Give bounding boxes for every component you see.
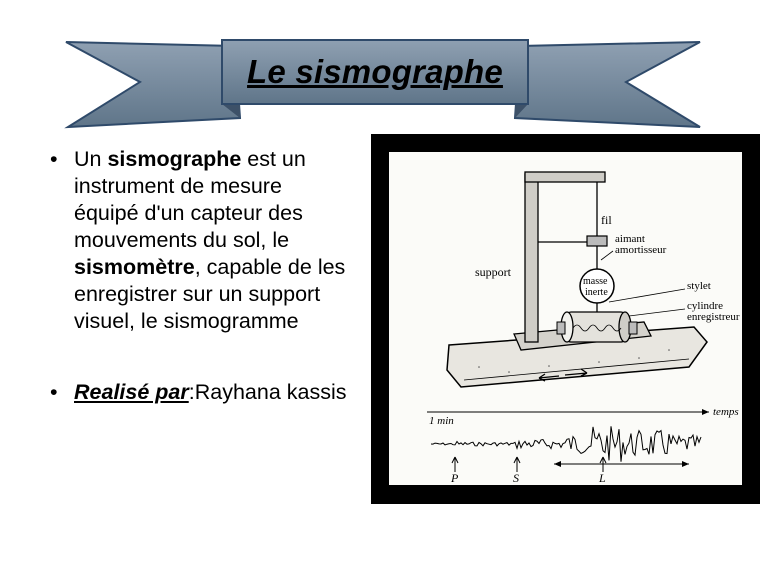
label-amortisseur: amortisseur bbox=[615, 244, 667, 256]
label-aimant: aimant bbox=[615, 233, 645, 245]
seismograph-illustration: fil aimant amortisseur support masse ine… bbox=[427, 171, 740, 485]
recording-cylinder bbox=[556, 311, 638, 343]
seismograph-figure: fil aimant amortisseur support masse ine… bbox=[371, 134, 760, 504]
label-support: support bbox=[475, 265, 512, 279]
keyword-sismographe: sismographe bbox=[107, 147, 242, 171]
seismogram-trace bbox=[430, 426, 702, 462]
wave-markers bbox=[451, 456, 689, 472]
text-run: Un bbox=[74, 147, 108, 171]
label-L: L bbox=[598, 471, 606, 485]
bullet-list: Un sismographe est un instrument de mesu… bbox=[50, 146, 350, 406]
author-label: Realisé par bbox=[74, 380, 189, 404]
label-P: P bbox=[450, 471, 459, 485]
support-arm bbox=[524, 171, 606, 183]
title-banner: Le sismographe bbox=[0, 0, 768, 140]
label-cylindre: cylindre bbox=[687, 300, 723, 312]
label-temps: temps bbox=[713, 406, 739, 418]
keyword-sismometre: sismomètre bbox=[74, 255, 195, 279]
text-run: est un instrument de mesure équipé d'un … bbox=[74, 147, 306, 252]
label-masse: masse bbox=[583, 276, 608, 287]
label-fil: fil bbox=[601, 213, 612, 227]
text-run: , capable de les enregistrer sur un supp… bbox=[74, 255, 346, 333]
label-inerte: inerte bbox=[585, 287, 608, 298]
ribbon-shape bbox=[64, 39, 701, 129]
bullet-author: Realisé par:Rayhana kassis bbox=[50, 379, 350, 406]
support-pole bbox=[524, 173, 539, 343]
author-name: :Rayhana kassis bbox=[188, 380, 347, 404]
label-stylet: stylet bbox=[687, 280, 711, 292]
figure-image: fil aimant amortisseur support masse ine… bbox=[389, 152, 742, 485]
magnet-damper bbox=[586, 235, 608, 247]
page-title: Le sismographe bbox=[247, 53, 503, 90]
label-enregistreur: enregistreur bbox=[687, 311, 740, 323]
label-min: 1 min bbox=[429, 415, 454, 427]
bullet-definition: Un sismographe est un instrument de mesu… bbox=[50, 146, 350, 335]
base-slab bbox=[446, 326, 708, 388]
label-S: S bbox=[513, 471, 519, 485]
